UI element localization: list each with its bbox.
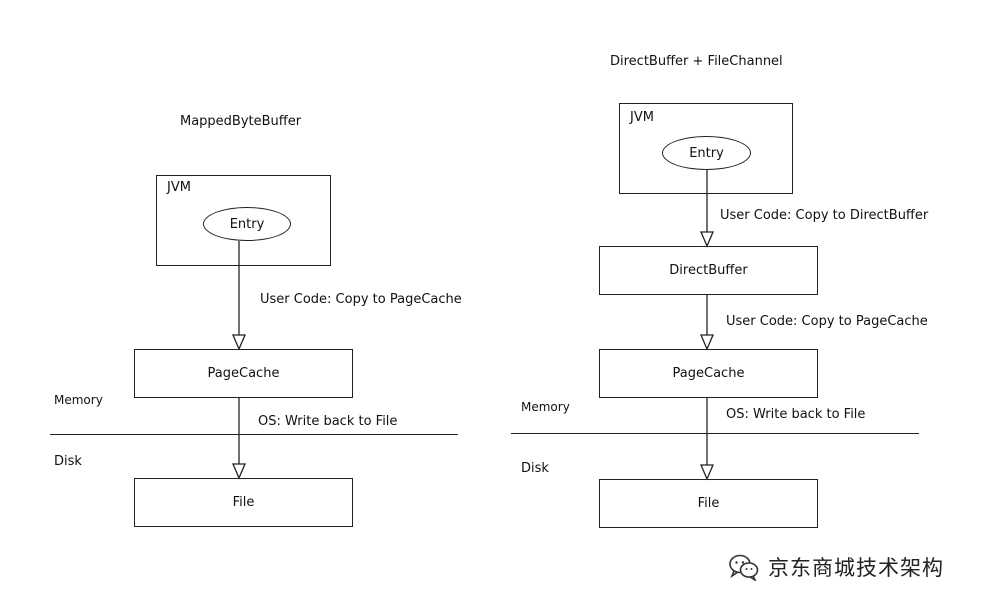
right-memory-disk-divider <box>511 433 919 434</box>
left-edge-user-code: User Code: Copy to PageCache <box>260 292 462 307</box>
right-file-box: File <box>599 479 818 528</box>
right-arrowhead-file <box>700 464 714 481</box>
left-entry-label: Entry <box>229 216 265 232</box>
right-title: DirectBuffer + FileChannel <box>610 54 783 69</box>
left-title: MappedByteBuffer <box>180 114 302 129</box>
left-file-label: File <box>232 495 255 510</box>
watermark-text: 京东商城技术架构 <box>768 556 944 580</box>
right-file-label: File <box>697 496 720 511</box>
left-disk-label: Disk <box>54 454 82 469</box>
right-jvm-label: JVM <box>630 110 654 125</box>
watermark: 京东商城技术架构 <box>728 552 944 582</box>
right-pagecache-box: PageCache <box>599 349 818 398</box>
wechat-icon <box>729 554 759 581</box>
left-file-box: File <box>134 478 353 527</box>
right-directbuffer-label: DirectBuffer <box>669 263 748 278</box>
right-memory-label: Memory <box>521 400 570 414</box>
right-jvm-box: JVM <box>619 103 793 194</box>
right-entry-label: Entry <box>689 145 724 161</box>
left-entry-node: Entry <box>203 207 291 241</box>
right-edge-user-code-pagecache: User Code: Copy to PageCache <box>726 314 928 329</box>
left-arrowhead-pagecache <box>232 334 246 351</box>
right-pagecache-label: PageCache <box>672 366 745 381</box>
right-arrowhead-pagecache <box>700 334 714 351</box>
right-disk-label: Disk <box>521 461 549 476</box>
left-pagecache-label: PageCache <box>207 366 280 381</box>
right-edge-user-code-direct: User Code: Copy to DirectBuffer <box>720 208 929 223</box>
right-directbuffer-box: DirectBuffer <box>599 246 818 295</box>
left-edge-os: OS: Write back to File <box>258 414 398 429</box>
right-entry-node: Entry <box>662 136 751 170</box>
right-edge-os: OS: Write back to File <box>726 407 866 422</box>
right-arrowhead-directbuffer <box>700 231 714 248</box>
left-arrowhead-file <box>232 463 246 480</box>
left-memory-disk-divider <box>50 434 458 435</box>
left-pagecache-box: PageCache <box>134 349 353 398</box>
left-jvm-label: JVM <box>167 180 191 195</box>
left-memory-label: Memory <box>54 393 103 407</box>
